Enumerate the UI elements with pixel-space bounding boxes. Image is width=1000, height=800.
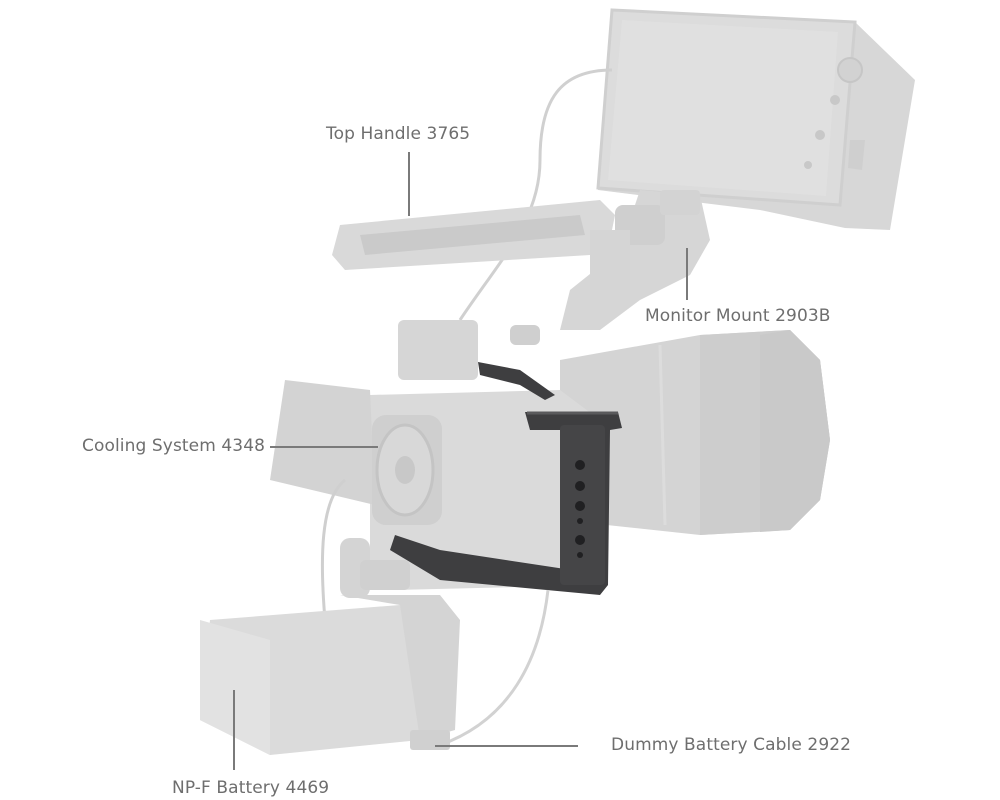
rod-clamp-illustration — [340, 538, 410, 598]
camera-cage-illustration — [390, 362, 622, 595]
flip-screen-illustration — [270, 380, 375, 505]
cooling-system-illustration — [372, 415, 442, 525]
label-dummy-battery-cable: Dummy Battery Cable 2922 — [611, 735, 852, 755]
label-cooling-system: Cooling System 4348 — [82, 436, 266, 456]
monitor-illustration — [596, 8, 915, 230]
label-monitor-mount: Monitor Mount 2903B — [645, 306, 831, 326]
label-top-handle: Top Handle 3765 — [326, 124, 471, 144]
npf-battery-illustration — [200, 595, 460, 755]
top-handle-illustration — [332, 200, 630, 290]
label-npf-battery: NP-F Battery 4469 — [172, 778, 330, 798]
leader-lines — [233, 152, 688, 770]
lens-illustration — [560, 330, 830, 535]
